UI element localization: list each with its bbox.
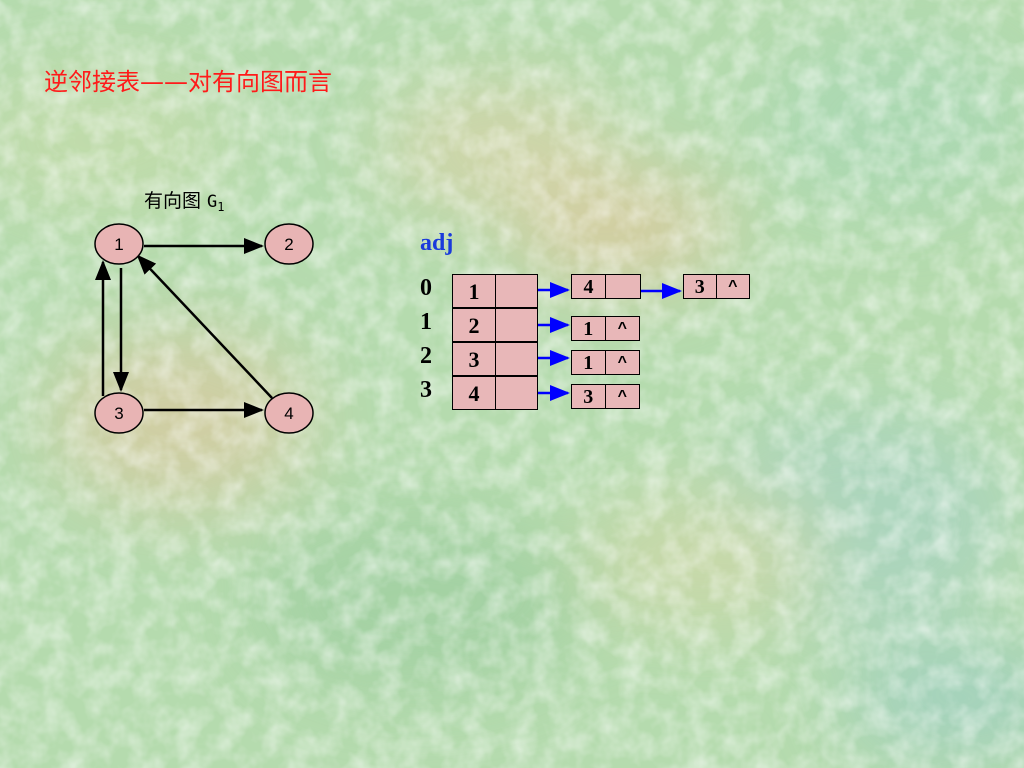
first-arc-cell bbox=[496, 377, 537, 409]
arc-node: 3 ^ bbox=[571, 384, 640, 409]
adj-index: 0 bbox=[420, 275, 432, 301]
graph-label-prefix: 有向图 bbox=[144, 190, 208, 212]
vertex-cell: 2 bbox=[453, 309, 496, 341]
vertex-cell: 3 bbox=[453, 343, 496, 375]
arc-node-next: ^ bbox=[728, 278, 738, 295]
vertex-table-row: 3 bbox=[452, 342, 538, 376]
arc-node-next: ^ bbox=[617, 354, 627, 371]
vertex-cell: 4 bbox=[453, 377, 496, 409]
arc-node: 4 bbox=[571, 274, 641, 299]
vertex-table-row: 4 bbox=[452, 376, 538, 410]
graph-label-subscript: 1 bbox=[217, 200, 225, 214]
graph-label-name: G bbox=[207, 192, 218, 212]
arc-node-data: 1 bbox=[572, 351, 606, 374]
arc-node: 1 ^ bbox=[571, 350, 640, 375]
arc-node-next: ^ bbox=[617, 320, 627, 337]
arc-node-data: 4 bbox=[572, 275, 606, 298]
arc-node-next: ^ bbox=[617, 388, 627, 405]
arc-node-next bbox=[606, 275, 640, 298]
vertex-table-row: 1 bbox=[452, 274, 538, 308]
arc-node-data: 3 bbox=[572, 385, 606, 408]
arc-node: 1 ^ bbox=[571, 316, 640, 341]
adj-index: 2 bbox=[420, 343, 432, 369]
adj-index: 1 bbox=[420, 309, 432, 335]
first-arc-cell bbox=[496, 309, 537, 341]
slide-title: 逆邻接表——对有向图而言 bbox=[44, 68, 332, 96]
graph-label: 有向图 G1 bbox=[144, 188, 225, 220]
adj-index: 3 bbox=[420, 377, 432, 403]
vertex-table-row: 2 bbox=[452, 308, 538, 342]
arc-node-data: 1 bbox=[572, 317, 606, 340]
first-arc-cell bbox=[496, 275, 537, 307]
arc-node: 3 ^ bbox=[683, 274, 750, 299]
first-arc-cell bbox=[496, 343, 537, 375]
adj-label: adj bbox=[420, 230, 454, 256]
arc-node-data: 3 bbox=[684, 275, 717, 298]
vertex-cell: 1 bbox=[453, 275, 496, 307]
